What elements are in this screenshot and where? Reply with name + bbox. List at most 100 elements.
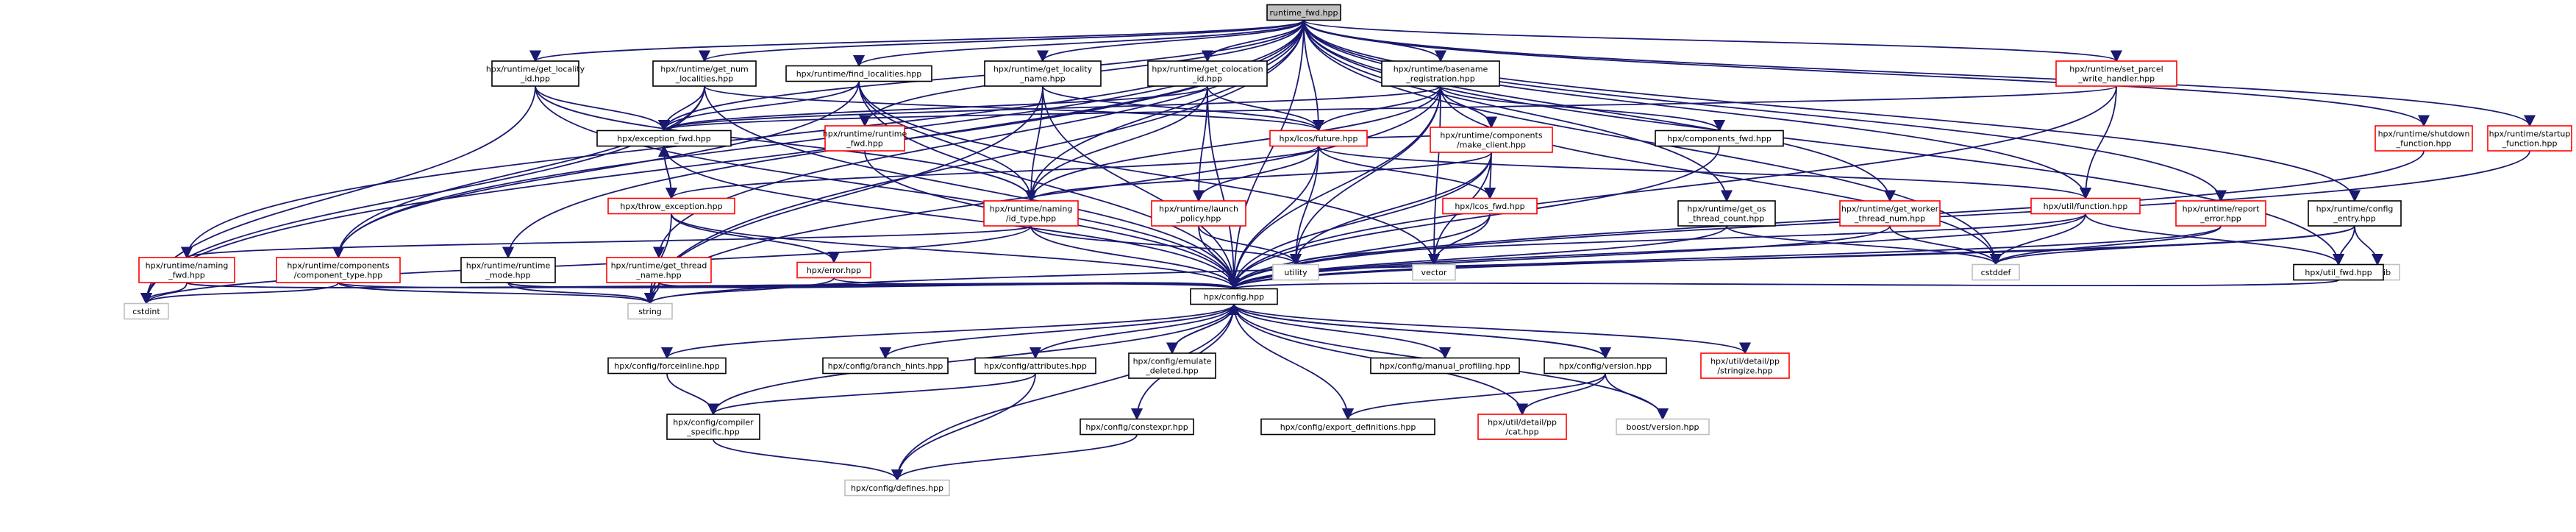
- node-label: _write_handler.hpp: [2077, 74, 2155, 84]
- node-label: _mode.hpp: [485, 271, 530, 280]
- node-label: hpx/config/forceinline.hpp: [614, 361, 720, 371]
- node-label: _policy.hpp: [1176, 214, 1221, 224]
- edge-set-parcel-write-handler-to-config: [1228, 85, 2117, 291]
- node-box: [1381, 60, 1500, 87]
- node-box: [1190, 288, 1278, 305]
- node-box: [974, 357, 1096, 375]
- edge-runtime-report-error-to-cstddef: [1990, 225, 2222, 266]
- node-get-worker-thread-num[interactable]: hpx/runtime/get_worker_thread_num.hpp: [1839, 200, 1941, 227]
- node-make-client[interactable]: hpx/runtime/components/make_client.hpp: [1430, 127, 1553, 153]
- node-label: _error.hpp: [2199, 214, 2241, 224]
- node-label: /cat.hpp: [1505, 428, 1538, 437]
- node-util-function[interactable]: hpx/util/function.hpp: [2030, 197, 2141, 215]
- node-constexpr[interactable]: hpx/config/constexpr.hpp: [1080, 418, 1194, 436]
- node-cat-hpp[interactable]: hpx/util/detail/pp/cat.hpp: [1477, 414, 1567, 440]
- node-emulate-deleted[interactable]: hpx/config/emulate_deleted.hpp: [1128, 352, 1216, 379]
- node-lcos-fwd[interactable]: hpx/lcos_fwd.hpp: [1442, 197, 1538, 215]
- node-branch-hints[interactable]: hpx/config/branch_hints.hpp: [822, 357, 949, 375]
- edge-get-colocation-id-to-exception-fwd: [658, 85, 1208, 132]
- edge-runtime-fwd-to-util-function: [1303, 20, 2091, 200]
- edge-config-to-defines: [891, 304, 1235, 482]
- node-get-locality-id[interactable]: hpx/runtime/get_locality_id.hpp: [486, 60, 585, 87]
- node-box: [1266, 4, 1341, 21]
- node-box: [984, 60, 1102, 87]
- node-label: _entry.hpp: [2333, 214, 2375, 224]
- node-naming-fwd[interactable]: hpx/runtime/naming_fwd.hpp: [138, 257, 235, 283]
- edge-component-type-to-string: [338, 282, 656, 305]
- node-get-colocation-id[interactable]: hpx/runtime/get_colocation_id.hpp: [1147, 60, 1268, 87]
- node-defines[interactable]: hpx/config/defines.hpp: [844, 479, 950, 497]
- node-error-hpp[interactable]: hpx/error.hpp: [796, 261, 871, 279]
- edge-runtime-fwd-to-get-locality-id: [529, 19, 1305, 63]
- edge-get-os-thread-count-to-cstddef: [1726, 225, 2002, 266]
- edge-get-colocation-id-to-lcos-future: [1207, 85, 1325, 132]
- node-box: [1412, 263, 1456, 281]
- edge-forceinline-to-compiler-specific: [666, 373, 720, 416]
- node-config[interactable]: hpx/config.hpp: [1190, 288, 1278, 305]
- node-box: [596, 130, 732, 147]
- node-get-num-localities[interactable]: hpx/runtime/get_num_localities.hpp: [652, 60, 757, 87]
- node-box: [1700, 352, 1790, 379]
- node-forceinline[interactable]: hpx/config/forceinline.hpp: [607, 357, 727, 375]
- edge-runtime-fwd-to-runtime-config-entry: [1303, 20, 2361, 202]
- node-get-thread-name[interactable]: hpx/runtime/get_thread_name.hpp: [606, 257, 712, 283]
- edge-get-locality-name-to-config: [1042, 85, 1241, 291]
- node-export-definitions[interactable]: hpx/config/export_definitions.hpp: [1260, 418, 1435, 436]
- node-label: /component_type.hpp: [294, 271, 382, 280]
- node-naming-id-type[interactable]: hpx/runtime/naming/id_type.hpp: [983, 200, 1079, 227]
- node-basename-registration[interactable]: hpx/runtime/basename_registration.hpp: [1381, 60, 1500, 87]
- node-string[interactable]: string: [627, 302, 673, 320]
- node-label: _thread_count.hpp: [1688, 214, 1765, 224]
- node-manual-profiling[interactable]: hpx/config/manual_profiling.hpp: [1370, 357, 1520, 375]
- node-runtime-fwd[interactable]: runtime_fwd.hpp: [1266, 4, 1341, 21]
- node-box: [138, 257, 235, 283]
- node-get-os-thread-count[interactable]: hpx/runtime/get_os_thread_count.hpp: [1677, 200, 1776, 227]
- node-runtime-report-error[interactable]: hpx/runtime/report_error.hpp: [2175, 200, 2266, 227]
- node-utility[interactable]: utility: [1272, 263, 1319, 281]
- node-components-fwd[interactable]: hpx/components_fwd.hpp: [1655, 130, 1784, 147]
- node-label: vector: [1421, 268, 1447, 277]
- node-runtime-fwd-hpp[interactable]: hpx/runtime/runtime_fwd.hpp: [823, 125, 907, 152]
- node-label: hpx/util/function.hpp: [2044, 202, 2128, 211]
- edge-lcos-future-to-throw-exception: [666, 145, 1319, 200]
- node-attributes[interactable]: hpx/config/attributes.hpp: [974, 357, 1096, 375]
- node-launch-policy[interactable]: hpx/runtime/launch_policy.hpp: [1151, 200, 1246, 227]
- node-find-localities[interactable]: hpx/runtime/find_localities.hpp: [785, 65, 932, 82]
- edge-config-to-export-definitions: [1233, 304, 1355, 421]
- node-cstddef[interactable]: cstddef: [1972, 263, 2020, 281]
- edge-naming-id-type-to-cstdint: [140, 225, 1032, 305]
- node-label: hpx/error.hpp: [807, 266, 861, 275]
- edge-lcos-future-to-utility: [1289, 146, 1319, 266]
- node-util-fwd[interactable]: hpx/util_fwd.hpp: [2293, 263, 2384, 281]
- edge-make-client-to-naming-id-type: [1025, 152, 1492, 202]
- node-throw-exception[interactable]: hpx/throw_exception.hpp: [607, 197, 735, 215]
- node-label: _fwd.hpp: [846, 139, 883, 149]
- node-box: [1370, 357, 1520, 375]
- node-shutdown-function[interactable]: hpx/runtime/shutdown_function.hpp: [2375, 125, 2473, 152]
- node-label: _specific.hpp: [686, 428, 740, 437]
- node-boost-version[interactable]: boost/version.hpp: [1616, 418, 1710, 436]
- node-vector[interactable]: vector: [1412, 263, 1456, 281]
- node-lcos-future[interactable]: hpx/lcos/future.hpp: [1269, 130, 1368, 147]
- node-set-parcel-write-handler[interactable]: hpx/runtime/set_parcel_write_handler.hpp: [2055, 60, 2177, 87]
- node-component-type[interactable]: hpx/runtime/components/component_type.hp…: [276, 257, 401, 283]
- edge-config-version-to-export-definitions: [1342, 373, 1606, 421]
- node-config-version[interactable]: hpx/config/version.hpp: [1544, 357, 1667, 375]
- node-exception-fwd[interactable]: hpx/exception_fwd.hpp: [596, 130, 732, 147]
- node-runtime-mode[interactable]: hpx/runtime/runtime_mode.hpp: [460, 257, 556, 283]
- edge-runtime-config-entry-to-cstdlib: [2354, 225, 2384, 266]
- node-compiler-specific[interactable]: hpx/config/compiler_specific.hpp: [666, 414, 760, 440]
- node-stringize[interactable]: hpx/util/detail/pp/stringize.hpp: [1700, 352, 1790, 379]
- edge-shutdown-function-to-config: [1228, 150, 2425, 291]
- edge-make-client-to-config: [1227, 152, 1492, 291]
- edge-config-version-to-boost-version: [1605, 373, 1669, 421]
- node-get-locality-name[interactable]: hpx/runtime/get_locality_name.hpp: [984, 60, 1102, 87]
- edge-runtime-fwd-to-config: [1227, 20, 1305, 291]
- edge-config-to-attributes: [1030, 304, 1235, 360]
- node-runtime-config-entry[interactable]: hpx/runtime/config_entry.hpp: [2308, 200, 2402, 227]
- node-startup-function[interactable]: hpx/runtime/startup_function.hpp: [2487, 125, 2572, 152]
- edge-runtime-report-error-to-config: [1228, 225, 2222, 291]
- node-box: [1080, 418, 1194, 436]
- node-label: _deleted.hpp: [1145, 366, 1199, 376]
- node-cstdint[interactable]: cstdint: [124, 302, 169, 320]
